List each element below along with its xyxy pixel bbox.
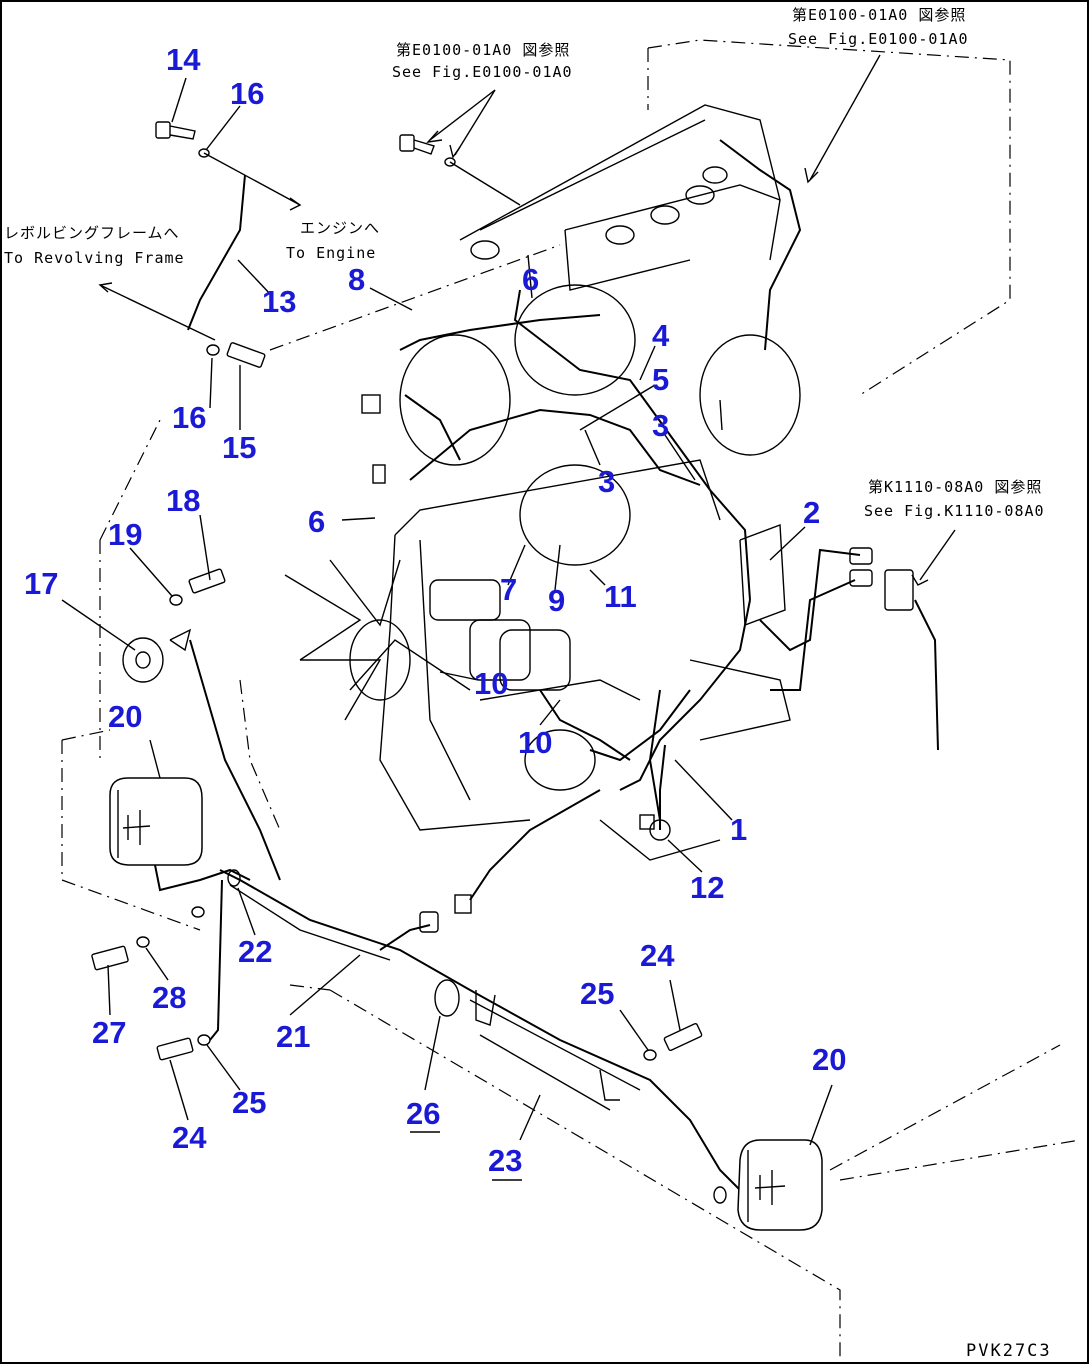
- callout-22: 22: [238, 934, 272, 969]
- ref-right-en: See Fig.K1110-08A0: [864, 502, 1045, 520]
- callout-3-center: 3: [598, 464, 615, 499]
- ref-frame-en: To Revolving Frame: [4, 249, 185, 267]
- callout-12: 12: [690, 870, 724, 905]
- leader-lines: [61, 77, 833, 1181]
- figure-code: PVK27C3: [966, 1341, 1052, 1361]
- callout-20-left: 20: [108, 699, 142, 734]
- callout-16-bottom: 16: [172, 400, 206, 435]
- ref-top-center-en: See Fig.E0100-01A0: [392, 63, 573, 81]
- callout-18: 18: [166, 483, 200, 518]
- callout-2: 2: [803, 495, 820, 530]
- callout-1: 1: [730, 812, 747, 847]
- callout-6-top: 6: [522, 262, 539, 297]
- callout-10-upper: 10: [474, 666, 508, 701]
- callout-16-top: 16: [230, 76, 264, 111]
- callout-17: 17: [24, 566, 58, 601]
- callout-6-left: 6: [308, 504, 325, 539]
- callout-26: 26: [406, 1096, 440, 1131]
- callout-24-left: 24: [172, 1120, 207, 1155]
- phantom-outlines: [61, 39, 1081, 1360]
- horn-assembly: [122, 568, 281, 881]
- callout-8: 8: [348, 262, 365, 297]
- callout-28: 28: [152, 980, 186, 1015]
- ref-top-right-jp: 第E0100-01A0 図参照: [792, 6, 966, 24]
- callout-19: 19: [108, 517, 142, 552]
- ref-engine-jp: エンジンへ: [300, 219, 380, 237]
- part-callouts: 14 16 13 8 16 15 18 19 17 20 6 6 4 5 3 3…: [24, 42, 846, 1178]
- callout-11: 11: [604, 579, 637, 614]
- callout-15: 15: [222, 430, 256, 465]
- ref-right-jp: 第K1110-08A0 図参照: [868, 478, 1042, 496]
- engine-assembly: [284, 104, 939, 914]
- ref-frame-jp: レボルビングフレームへ: [4, 224, 180, 242]
- callout-24-right: 24: [640, 938, 675, 973]
- callout-13: 13: [262, 284, 296, 319]
- callout-23: 23: [488, 1143, 522, 1178]
- callout-25-left: 25: [232, 1085, 266, 1120]
- callout-14: 14: [166, 42, 201, 77]
- ref-engine-en: To Engine: [286, 244, 376, 262]
- left-working-light: [109, 777, 251, 892]
- callout-25-right: 25: [580, 976, 614, 1011]
- ref-top-center-jp: 第E0100-01A0 図参照: [396, 41, 570, 59]
- rear-harness-assembly: [91, 869, 823, 1231]
- callout-3-right: 3: [652, 408, 669, 443]
- callout-4: 4: [652, 318, 670, 353]
- callout-20-right: 20: [812, 1042, 846, 1077]
- callout-7: 7: [500, 572, 517, 607]
- reference-arrows: [399, 54, 956, 586]
- callout-5: 5: [652, 362, 669, 397]
- reference-notes: 第E0100-01A0 図参照 See Fig.E0100-01A0 第E010…: [4, 6, 1045, 520]
- callout-27: 27: [92, 1015, 126, 1050]
- callout-21: 21: [276, 1019, 310, 1054]
- ref-top-right-en: See Fig.E0100-01A0: [788, 30, 969, 48]
- callout-10-lower: 10: [518, 725, 552, 760]
- callout-9: 9: [548, 583, 565, 618]
- ground-strap-assembly: [98, 121, 302, 368]
